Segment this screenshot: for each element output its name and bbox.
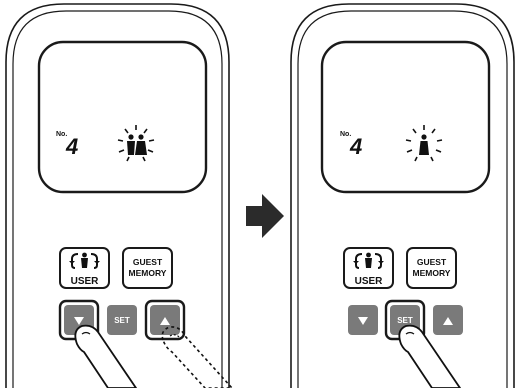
user-button[interactable]: USER bbox=[343, 247, 394, 289]
triangle-down-icon bbox=[358, 317, 368, 325]
triangle-down-icon bbox=[74, 317, 84, 325]
user-button-label: USER bbox=[71, 276, 100, 287]
triangle-up-icon bbox=[160, 317, 170, 325]
up-button[interactable] bbox=[433, 305, 463, 335]
guest-memory-label-line1: GUEST bbox=[417, 257, 447, 267]
remote-left: No. 4 USER GUEST M bbox=[5, 3, 234, 388]
display-digit: 4 bbox=[65, 134, 78, 159]
display-no-label: No. bbox=[56, 131, 67, 138]
guest-memory-label-line2: MEMORY bbox=[413, 268, 451, 278]
right-arrow-icon bbox=[246, 194, 284, 238]
guest-memory-label-line2: MEMORY bbox=[129, 268, 167, 278]
finger-pointer bbox=[398, 324, 462, 388]
two-person-icon bbox=[117, 124, 155, 162]
single-person-icon bbox=[405, 124, 443, 162]
display-digit: 4 bbox=[349, 134, 362, 159]
finger-pointer bbox=[74, 324, 138, 388]
user-icon bbox=[353, 252, 384, 269]
user-button-label: USER bbox=[355, 276, 384, 287]
display-screen bbox=[320, 40, 491, 194]
guest-memory-label-line1: GUEST bbox=[133, 257, 163, 267]
up-button[interactable] bbox=[144, 299, 186, 341]
triangle-up-icon bbox=[443, 317, 453, 325]
set-button-label: SET bbox=[114, 316, 130, 325]
display-screen bbox=[37, 40, 208, 194]
down-button[interactable] bbox=[348, 305, 378, 335]
remote-right: No. 4 USER GUEST MEMORY bbox=[290, 3, 515, 388]
guest-memory-button[interactable]: GUEST MEMORY bbox=[122, 247, 173, 289]
display-no-label: No. bbox=[340, 131, 351, 138]
user-button[interactable]: USER bbox=[59, 247, 110, 289]
guest-memory-button[interactable]: GUEST MEMORY bbox=[406, 247, 457, 289]
finger-pointer-dashed bbox=[161, 326, 234, 388]
set-button[interactable]: SET bbox=[107, 305, 137, 335]
user-icon bbox=[69, 252, 100, 269]
set-button-label: SET bbox=[397, 316, 413, 325]
